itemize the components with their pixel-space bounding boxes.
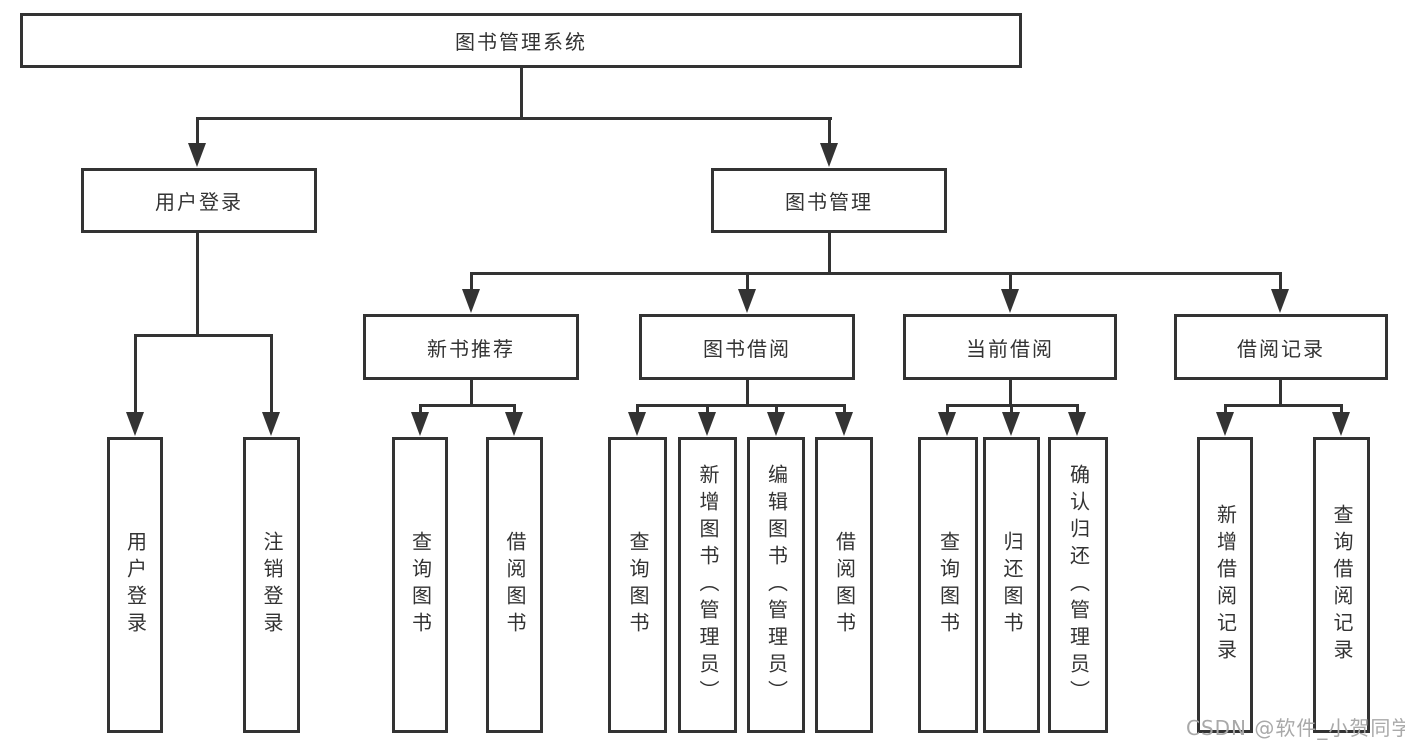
connector-stub-c1	[636, 404, 639, 416]
node-book-management: 图书管理	[711, 168, 947, 233]
arrowhead-b1	[411, 412, 429, 436]
leaf-return-books-label: 归还图书	[1000, 531, 1024, 639]
node-new-book-recommend-label: 新书推荐	[427, 336, 515, 361]
connector-bookmgmt-drop	[828, 233, 831, 275]
leaf-logout-login: 注销登录	[243, 437, 300, 733]
leaf-logout-login-label: 注销登录	[260, 531, 284, 639]
leaf-add-book-admin: 新增图书（管理员）	[678, 437, 737, 733]
leaf-query-books-borrow: 查询图书	[608, 437, 667, 733]
arrowhead-new-book	[462, 289, 480, 313]
leaf-query-borrow-record-label: 查询借阅记录	[1330, 504, 1354, 666]
connector-stub-new-book	[470, 272, 473, 292]
connector-userlogin-drop	[196, 233, 199, 337]
connector-stub-leaf-logout	[270, 334, 273, 416]
connector-root-bus	[196, 117, 832, 120]
arrowhead-leaf-user-login	[126, 412, 144, 436]
node-current-borrow-label: 当前借阅	[966, 336, 1054, 361]
arrowhead-user-login	[188, 143, 206, 167]
arrowhead-borrow-record	[1271, 289, 1289, 313]
connector-newbook-bus	[419, 404, 516, 407]
leaf-add-book-admin-label: 新增图书（管理员）	[696, 463, 720, 707]
connector-stub-user-login	[196, 117, 199, 149]
arrowhead-book-management	[820, 143, 838, 167]
connector-stub-leaf-user-login	[134, 334, 137, 416]
connector-stub-book-management	[828, 117, 831, 149]
connector-borrowrecord-bus	[1224, 404, 1342, 407]
arrowhead-b2	[505, 412, 523, 436]
node-book-management-label: 图书管理	[785, 190, 873, 214]
arrowhead-leaf-logout	[262, 412, 280, 436]
leaf-query-books-current: 查询图书	[918, 437, 978, 733]
node-library-system: 图书管理系统	[20, 13, 1022, 68]
connector-stub-current-borrow	[1009, 272, 1012, 292]
leaf-query-borrow-record: 查询借阅记录	[1313, 437, 1370, 733]
leaf-borrow-books-recommend: 借阅图书	[486, 437, 543, 733]
connector-root-drop	[520, 68, 523, 120]
arrowhead-current-borrow	[1001, 289, 1019, 313]
node-user-login-label: 用户登录	[155, 190, 243, 214]
leaf-add-borrow-record: 新增借阅记录	[1197, 437, 1253, 733]
leaf-confirm-return-admin: 确认归还（管理员）	[1048, 437, 1108, 733]
leaf-borrow-books-borrow: 借阅图书	[815, 437, 873, 733]
arrowhead-c2	[698, 412, 716, 436]
leaf-borrow-books-borrow-label: 借阅图书	[832, 531, 857, 639]
leaf-user-login-label: 用户登录	[123, 531, 148, 639]
connector-stub-d2	[1010, 404, 1013, 416]
connector-bookborrow-bus	[636, 404, 845, 407]
leaf-query-books-recommend-label: 查询图书	[408, 531, 433, 639]
arrowhead-c4	[835, 412, 853, 436]
watermark: CSDN @软件_小贺同学	[1186, 716, 1405, 740]
leaf-add-borrow-record-label: 新增借阅记录	[1213, 504, 1238, 666]
leaf-edit-book-admin-label: 编辑图书（管理员）	[764, 463, 789, 707]
arrowhead-d1	[938, 412, 956, 436]
arrowhead-e1	[1216, 412, 1234, 436]
connector-stub-e1	[1224, 404, 1227, 416]
connector-stub-c3	[775, 404, 778, 416]
connector-stub-b1	[419, 404, 422, 416]
arrowhead-d2	[1002, 412, 1020, 436]
connector-stub-d1	[946, 404, 949, 416]
connector-stub-b2	[513, 404, 516, 416]
connector-borrowrecord-drop	[1279, 380, 1282, 407]
connector-bookmgmt-bus	[470, 272, 1282, 275]
arrowhead-c1	[628, 412, 646, 436]
leaf-return-books: 归还图书	[983, 437, 1040, 733]
leaf-query-books-recommend: 查询图书	[392, 437, 448, 733]
arrowhead-c3	[767, 412, 785, 436]
node-borrow-record: 借阅记录	[1174, 314, 1388, 380]
connector-bookborrow-drop	[746, 380, 749, 407]
connector-stub-book-borrow	[746, 272, 749, 292]
leaf-query-books-borrow-label: 查询图书	[626, 531, 650, 639]
connector-stub-c4	[843, 404, 846, 416]
leaf-borrow-books-recommend-label: 借阅图书	[503, 531, 527, 639]
leaf-query-books-current-label: 查询图书	[936, 531, 961, 639]
arrowhead-e2	[1332, 412, 1350, 436]
node-current-borrow: 当前借阅	[903, 314, 1117, 380]
connector-currentborrow-drop	[1009, 380, 1012, 407]
node-new-book-recommend: 新书推荐	[363, 314, 579, 380]
node-book-borrow-label: 图书借阅	[703, 336, 791, 361]
arrowhead-book-borrow	[738, 289, 756, 313]
node-library-system-label: 图书管理系统	[455, 30, 587, 54]
node-book-borrow: 图书借阅	[639, 314, 855, 380]
connector-stub-d3	[1076, 404, 1079, 416]
node-user-login: 用户登录	[81, 168, 317, 233]
node-borrow-record-label: 借阅记录	[1237, 336, 1325, 361]
leaf-confirm-return-admin-label: 确认归还（管理员）	[1066, 463, 1091, 707]
arrowhead-d3	[1068, 412, 1086, 436]
leaf-edit-book-admin: 编辑图书（管理员）	[747, 437, 805, 733]
connector-stub-e2	[1340, 404, 1343, 416]
leaf-user-login: 用户登录	[107, 437, 163, 733]
connector-stub-c2	[706, 404, 709, 416]
connector-stub-borrow-record	[1279, 272, 1282, 292]
connector-userlogin-bus	[134, 334, 273, 337]
connector-newbook-drop	[470, 380, 473, 407]
